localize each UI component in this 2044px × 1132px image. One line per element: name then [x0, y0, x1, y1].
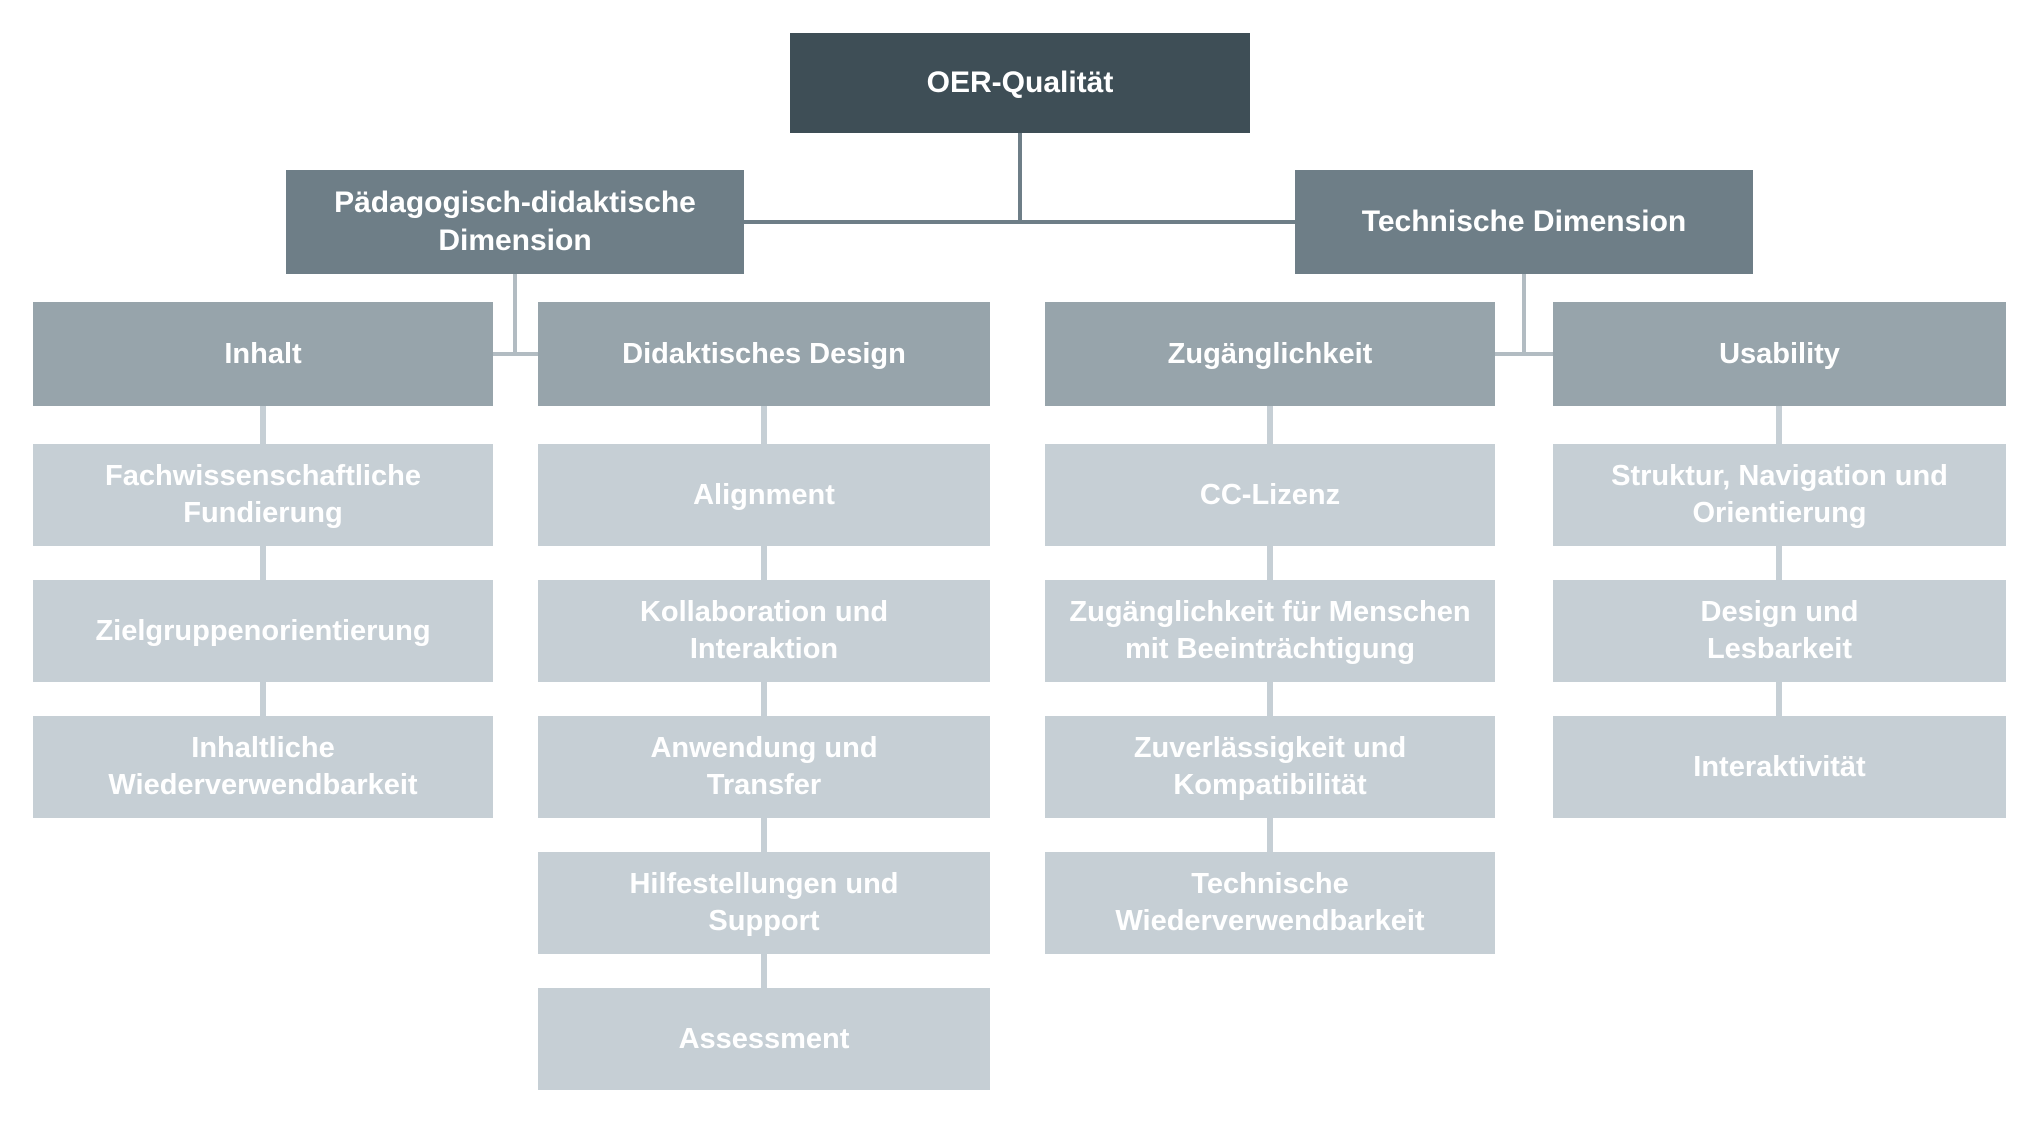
criterion-node: Interaktivität: [1553, 716, 2006, 818]
connector-col4-gap1: [1776, 406, 1782, 444]
connector-col2-gap4: [761, 818, 767, 852]
criterion-node: Design und Lesbarkeit: [1553, 580, 2006, 682]
connector-col2-gap2: [761, 546, 767, 580]
connector-col4-gap3: [1776, 682, 1782, 716]
connector-col3-gap2: [1267, 546, 1273, 580]
connector-paedagogisch-vertical: [513, 274, 517, 356]
connector-col2-gap1: [761, 406, 767, 444]
category-node-usability: Usability: [1553, 302, 2006, 406]
connector-col1-gap2: [260, 546, 266, 580]
criterion-node: Technische Wiederverwendbarkeit: [1045, 852, 1495, 954]
criterion-node: Assessment: [538, 988, 990, 1090]
category-node-zugaenglichkeit: Zugänglichkeit: [1045, 302, 1495, 406]
criterion-node: Zugänglichkeit für Menschen mit Beeinträ…: [1045, 580, 1495, 682]
criterion-node: Alignment: [538, 444, 990, 546]
connector-col2-gap3: [761, 682, 767, 716]
connector-technisch-vertical: [1522, 274, 1526, 356]
connector-col2-gap5: [761, 954, 767, 988]
connector-root-vertical: [1018, 133, 1022, 224]
criterion-node: Fachwissenschaftliche Fundierung: [33, 444, 493, 546]
category-node-didaktisches-design: Didaktisches Design: [538, 302, 990, 406]
connector-technisch-horizontal: [1495, 352, 1553, 356]
criterion-node: Struktur, Navigation und Orientierung: [1553, 444, 2006, 546]
connector-paedagogisch-horizontal: [493, 352, 538, 356]
criterion-node: Anwendung und Transfer: [538, 716, 990, 818]
oer-root-node: OER-Qualität: [790, 33, 1250, 133]
dimension-node-paedagogisch: Pädagogisch-didaktische Dimension: [286, 170, 744, 274]
connector-col3-gap4: [1267, 818, 1273, 852]
connector-dimensions-horizontal: [744, 220, 1295, 224]
connector-col3-gap1: [1267, 406, 1273, 444]
criterion-node: Hilfestellungen und Support: [538, 852, 990, 954]
connector-col4-gap2: [1776, 546, 1782, 580]
criterion-node: Zuverlässigkeit und Kompatibilität: [1045, 716, 1495, 818]
connector-col1-gap1: [260, 406, 266, 444]
connector-col3-gap3: [1267, 682, 1273, 716]
criterion-node: CC-Lizenz: [1045, 444, 1495, 546]
dimension-node-technisch: Technische Dimension: [1295, 170, 1753, 274]
criterion-node: Kollaboration und Interaktion: [538, 580, 990, 682]
category-node-inhalt: Inhalt: [33, 302, 493, 406]
connector-col1-gap3: [260, 682, 266, 716]
criterion-node: Inhaltliche Wiederverwendbarkeit: [33, 716, 493, 818]
criterion-node: Zielgruppenorientierung: [33, 580, 493, 682]
